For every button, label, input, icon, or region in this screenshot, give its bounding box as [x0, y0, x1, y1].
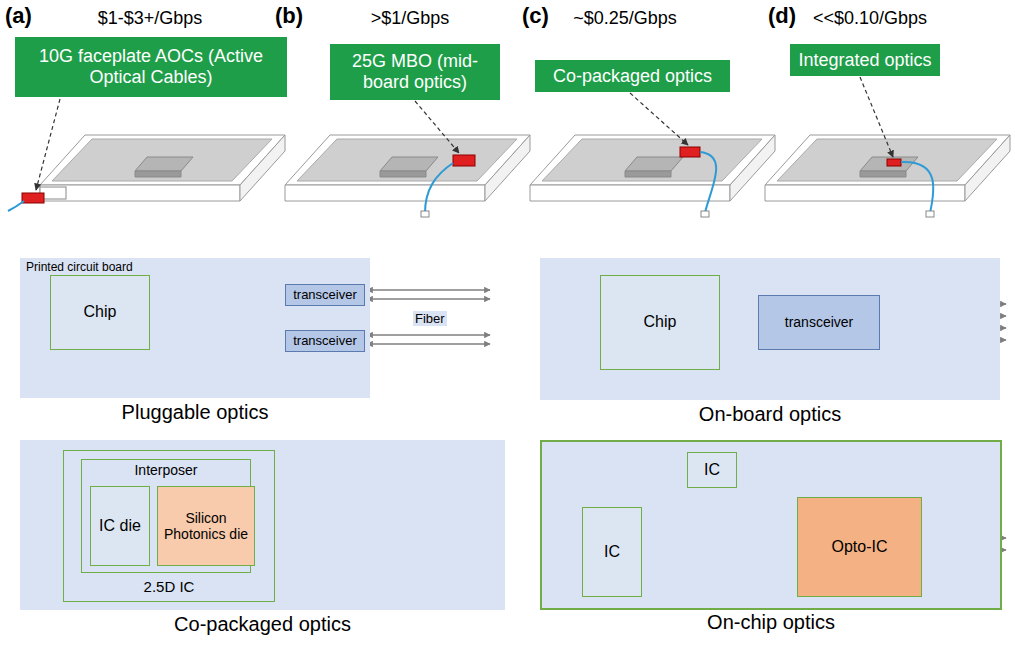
circuit-board	[542, 139, 762, 181]
box-label: transceiver	[785, 314, 853, 330]
leader-arrow	[860, 77, 893, 157]
fiber-arrow	[367, 289, 490, 290]
panel-box: Printed circuit boardPluggable opticsChi…	[20, 258, 370, 398]
component-box: Chip	[50, 275, 150, 350]
chip-top	[135, 157, 193, 171]
leader-arrow	[630, 93, 688, 145]
circuit-board	[52, 139, 272, 181]
fiber-cable	[700, 152, 716, 213]
component-box: transceiver	[285, 330, 365, 352]
panel-caption: On-board optics	[540, 403, 1000, 426]
box-label: Integrated optics	[798, 50, 931, 71]
fiber-label: Fiber	[413, 311, 447, 326]
cost-label: >$1/Gbps	[340, 8, 480, 29]
box-label: transceiver	[293, 334, 357, 349]
component-box: transceiver	[758, 295, 880, 350]
chip-front	[380, 171, 426, 177]
component-box: Silicon Photonics die	[157, 486, 255, 566]
box-label: IC	[704, 461, 720, 479]
fiber-arrow	[367, 343, 490, 344]
panel-box: Co-packaged optics2.5D ICInterposerIC di…	[20, 440, 505, 610]
panel-letter: (a)	[5, 3, 32, 29]
component-box: transceiver	[285, 284, 365, 306]
chassis-front	[765, 185, 965, 201]
cost-label: $1-$3+/Gbps	[75, 8, 225, 29]
chassis-front	[285, 185, 485, 201]
optics-module	[680, 147, 700, 157]
panel-letter: (c)	[522, 3, 549, 29]
panel-caption: On-chip optics	[542, 611, 1000, 634]
box-label: Co-packaged optics	[553, 66, 712, 87]
panel-box: On-board opticsChiptransceiver	[540, 258, 1000, 400]
component-box: 10G faceplate AOCs (Active Optical Cable…	[15, 37, 287, 97]
box-label: Printed circuit board	[26, 261, 133, 275]
component-box: IC	[687, 452, 737, 488]
optics-module	[453, 155, 475, 166]
chassis-illustration	[40, 135, 285, 201]
component-box: Opto-IC	[797, 497, 922, 597]
component-box: IC	[582, 507, 642, 597]
chip-top	[380, 157, 438, 171]
chip-front	[860, 171, 906, 177]
chassis-front	[530, 185, 730, 201]
box-label: transceiver	[293, 288, 357, 303]
panel-letter: (b)	[275, 3, 303, 29]
chassis-illustration	[285, 135, 530, 201]
box-label: 10G faceplate AOCs (Active Optical Cable…	[21, 46, 281, 87]
chip-front	[625, 171, 671, 177]
box-label: IC die	[99, 517, 141, 535]
box-label: 2.5D IC	[64, 578, 274, 595]
fiber-connector	[701, 211, 709, 217]
chip-top	[860, 157, 918, 171]
box-label: IC	[604, 543, 620, 561]
component-box: 2.5D IC Interposer IC die Silicon Photonics…	[63, 450, 275, 602]
cost-label: ~$0.25/Gbps	[555, 8, 695, 29]
panel-caption: Co-packaged optics	[20, 613, 505, 636]
circuit-board	[777, 139, 997, 181]
chassis-illustration	[530, 135, 775, 201]
box-label: 25G MBO (mid-board optics)	[336, 51, 494, 92]
fiber-cable	[8, 201, 24, 211]
chip-top	[625, 157, 683, 171]
fiber-arrow	[367, 334, 490, 335]
component-box: Integrated optics	[790, 44, 940, 76]
component-box: Chip	[600, 275, 720, 370]
leader-arrow	[36, 99, 60, 190]
optics-module	[22, 193, 44, 203]
circuit-board	[297, 139, 517, 181]
panel-letter: (d)	[768, 3, 796, 29]
chip-front	[135, 171, 181, 177]
optics-module	[887, 159, 901, 166]
box-label: Interposer	[82, 462, 250, 478]
box-label: Chip	[644, 313, 677, 331]
panel-caption: Pluggable optics	[20, 401, 370, 424]
fiber-arrow	[367, 298, 490, 299]
component-box: 25G MBO (mid-board optics)	[330, 44, 500, 100]
component-box: Co-packaged optics	[535, 60, 730, 92]
fiber-connector	[926, 211, 934, 217]
box-label: Chip	[84, 303, 117, 321]
leader-arrow	[415, 101, 459, 153]
component-box: IC die	[90, 486, 150, 566]
cost-label: <<$0.10/Gbps	[800, 8, 940, 29]
fiber-cable	[425, 163, 453, 213]
component-box: Interposer IC die Silicon Photonics die	[81, 459, 251, 573]
box-label: Silicon Photonics die	[158, 510, 254, 542]
fiber-cable	[901, 162, 933, 213]
panel-box: On-chip opticsICICOpto-IC	[540, 440, 1002, 610]
fiber-connector	[421, 211, 429, 217]
chassis-front	[40, 185, 240, 201]
box-label: Opto-IC	[831, 538, 887, 556]
